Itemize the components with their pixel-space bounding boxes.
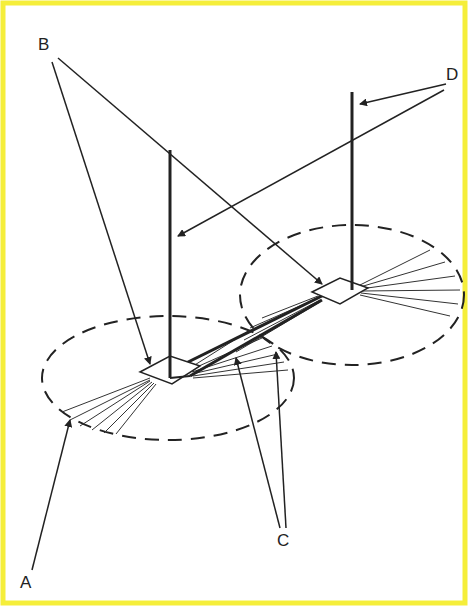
callout-letter: D <box>446 66 458 83</box>
callout-letter: C <box>277 532 289 549</box>
antenna-rod <box>169 150 172 378</box>
ground-radials <box>236 250 460 352</box>
leader-line <box>32 58 446 570</box>
radial-circle <box>42 316 294 440</box>
antenna-rod <box>351 92 354 290</box>
callout-letter: B <box>38 36 49 53</box>
callout-letter: A <box>20 574 31 591</box>
ground-radials <box>62 330 288 434</box>
page-frame <box>3 3 465 603</box>
feed-line <box>180 292 330 376</box>
